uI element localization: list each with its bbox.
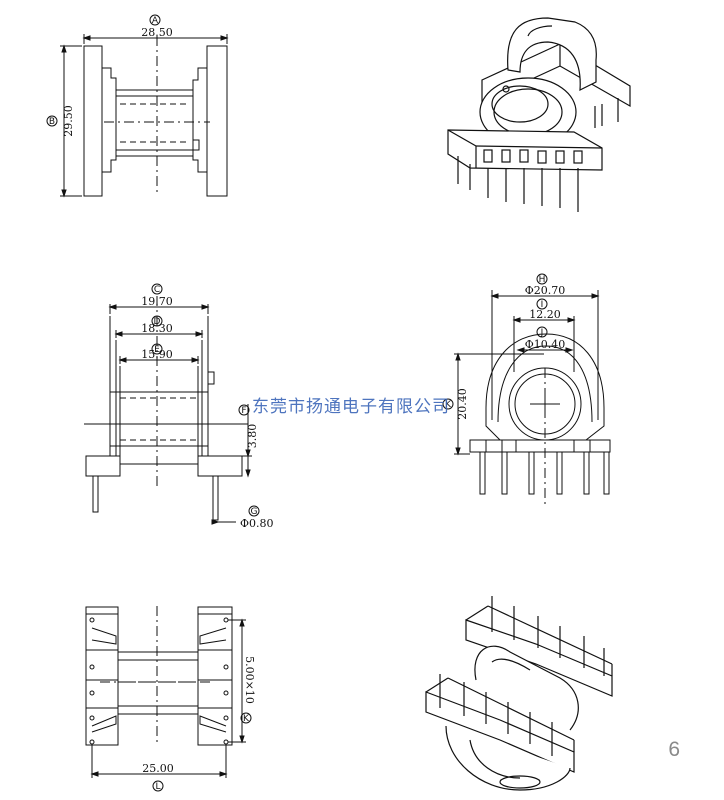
dim-value-h: Φ20.70 (525, 284, 566, 297)
dim-tag-a: A (152, 16, 159, 26)
dim-tag-c: C (154, 285, 160, 295)
dim-tag-k-bottom: K (243, 714, 250, 724)
dim-tag-h: H (539, 275, 546, 285)
dim-value-g: Φ0.80 (240, 517, 274, 530)
dim-value-b: 29.50 (62, 105, 75, 137)
dim-tag-b: B (49, 117, 55, 127)
side-view (442, 273, 611, 504)
dim-value-k-side: 20.40 (456, 388, 469, 420)
dim-value-j: Φ10.40 (525, 338, 566, 351)
dim-tag-e: E (154, 345, 160, 355)
dim-tag-g: G (251, 507, 258, 517)
dim-value-f: 3.80 (246, 424, 259, 449)
dim-value-a: 28.50 (141, 26, 173, 39)
front-view (84, 283, 260, 525)
company-watermark: 东莞市扬通电子有限公司 (252, 397, 450, 417)
dim-tag-l: L (155, 782, 160, 792)
dim-value-d: 18.30 (141, 322, 173, 335)
top-view (46, 14, 229, 198)
dimension-labels: A B C D E F G H I J K K L 28.50 19.70 18… (49, 16, 565, 792)
dim-tag-d: D (154, 317, 161, 327)
dim-tag-i: I (541, 300, 544, 310)
dim-tag-j: J (540, 328, 544, 338)
bottom-view (85, 606, 252, 792)
dim-value-e: 15.90 (141, 348, 173, 361)
dim-value-c: 19.70 (141, 295, 173, 308)
dim-tag-f: F (241, 406, 246, 416)
dim-value-l: 25.00 (142, 762, 174, 775)
dim-value-k-bottom: 5.00×10 (243, 656, 256, 704)
iso-view-bottom (425, 596, 613, 791)
iso-view-top (447, 17, 631, 212)
dim-tag-k-side: K (445, 400, 452, 410)
page-number: 6 (668, 738, 680, 761)
dim-value-i: 12.20 (529, 308, 561, 321)
